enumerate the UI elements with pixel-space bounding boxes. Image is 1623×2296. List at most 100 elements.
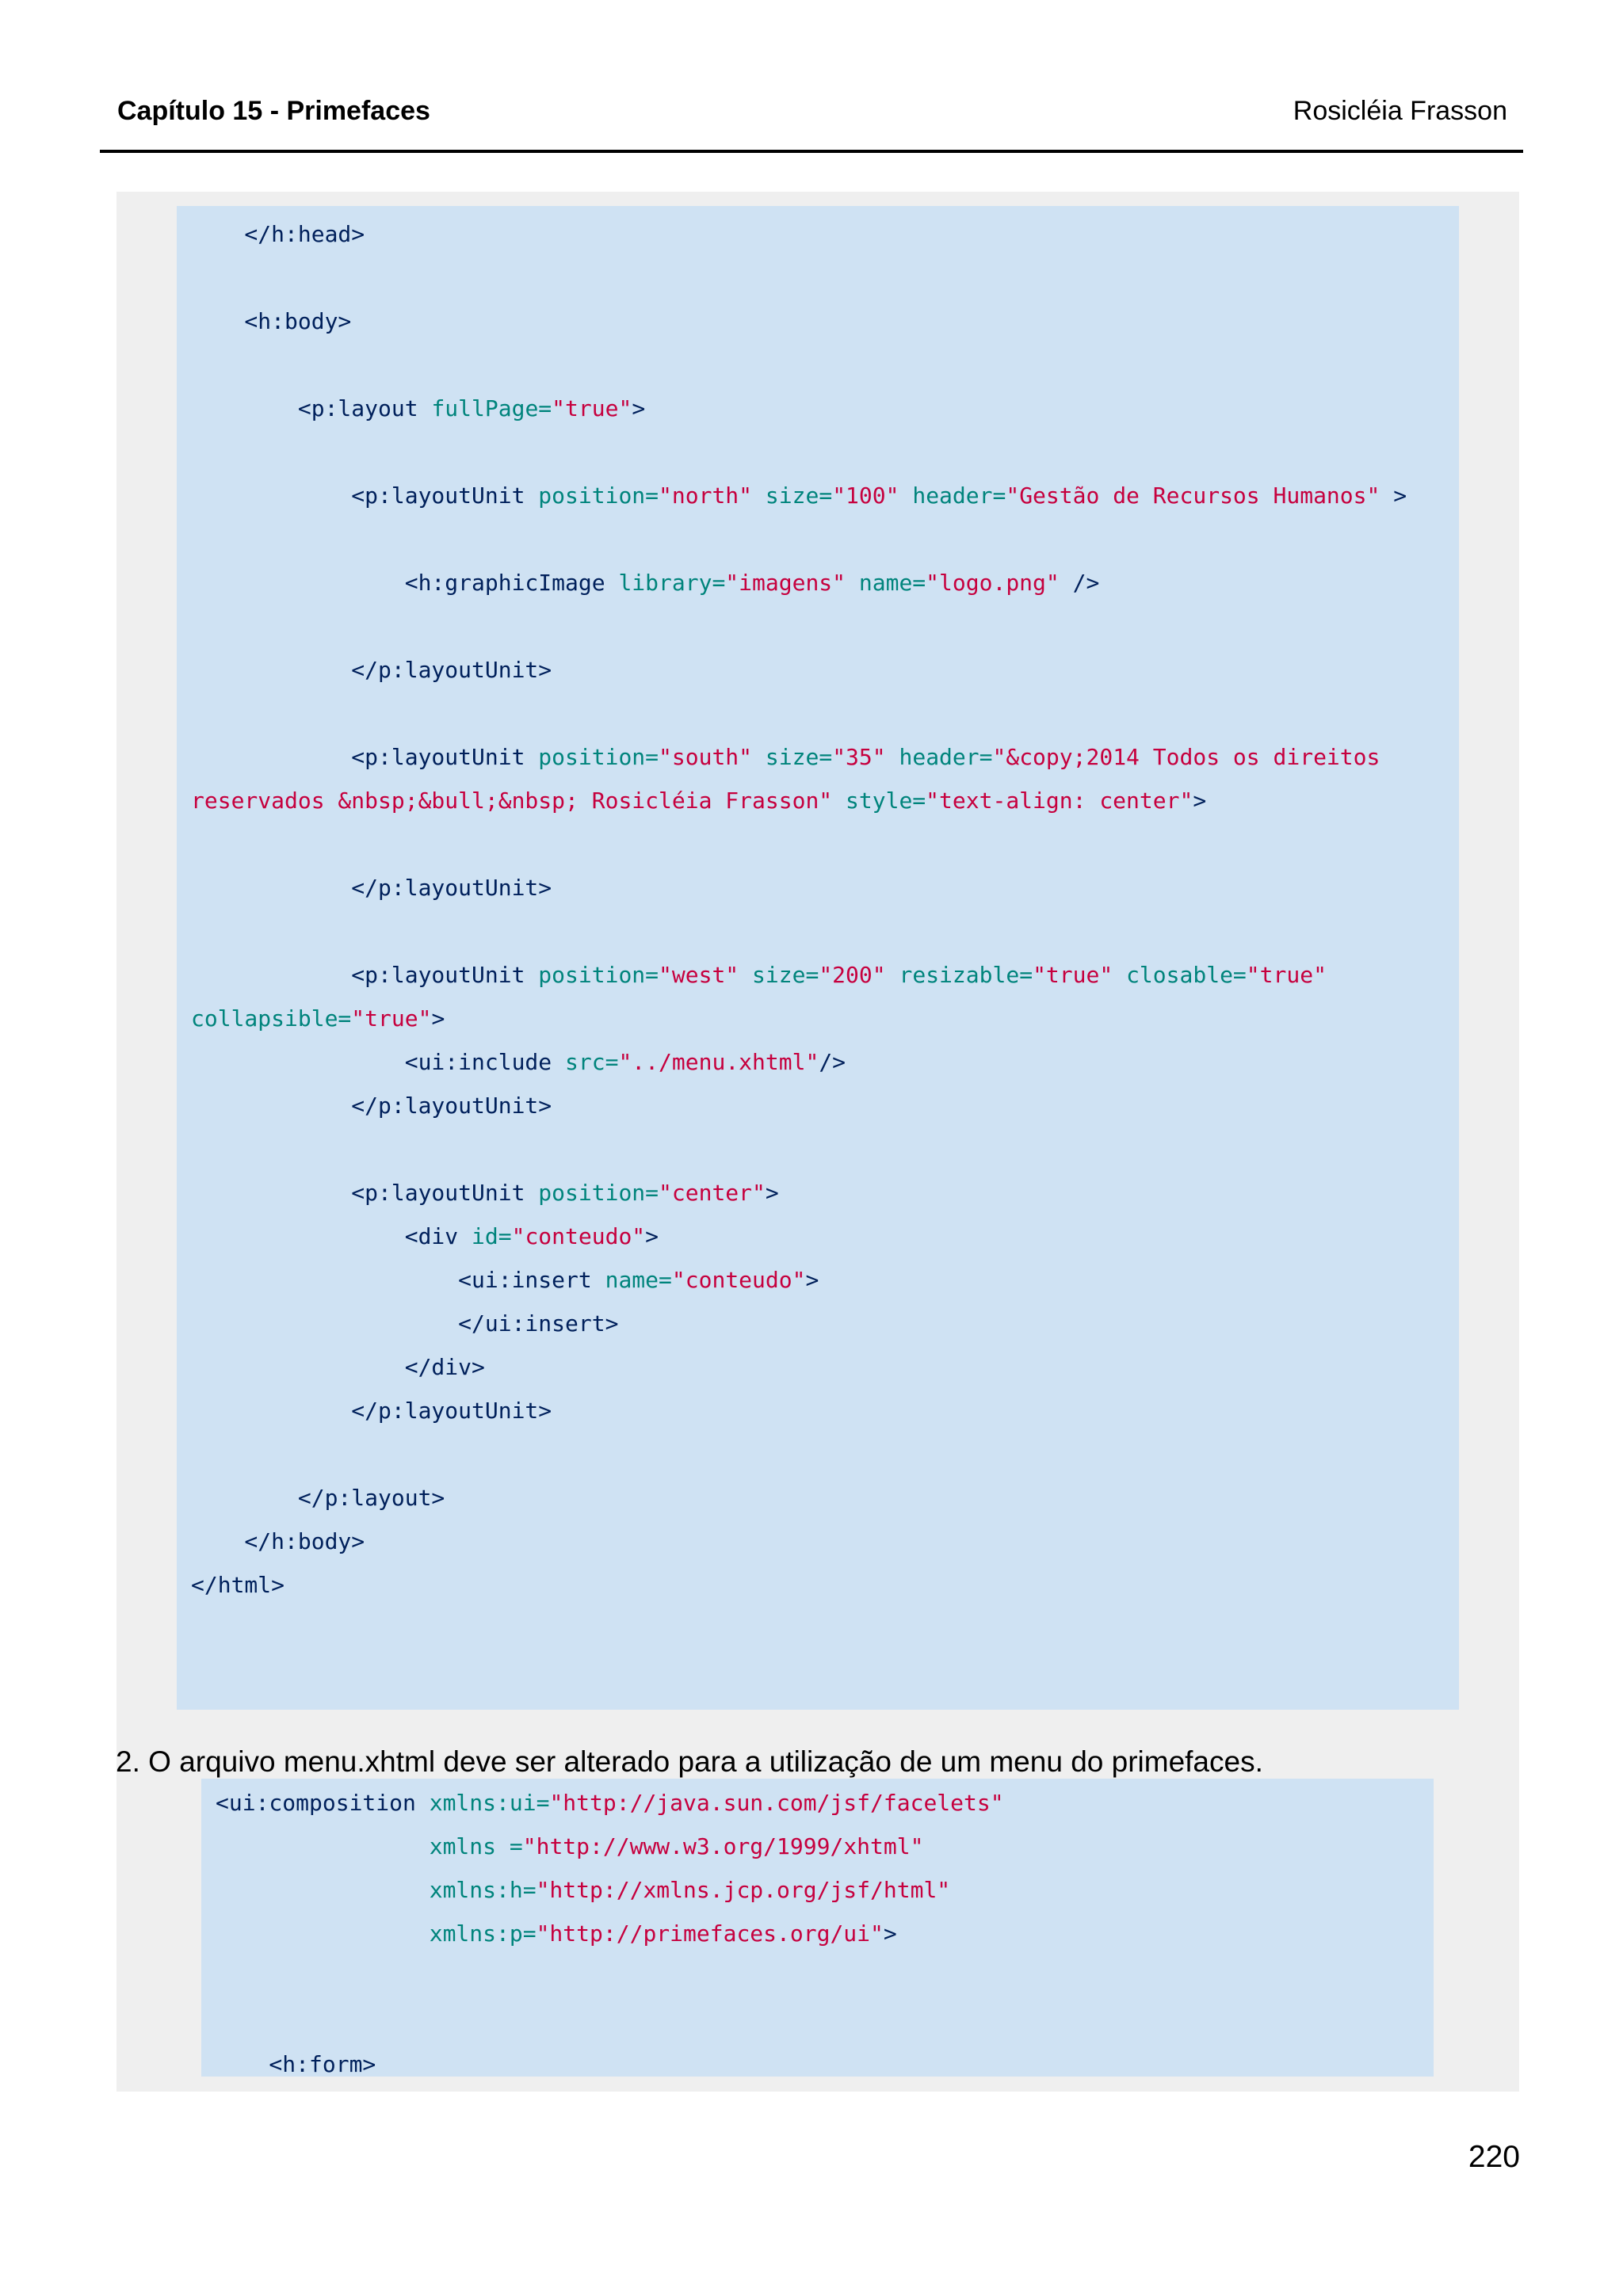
- code-line: <p:layoutUnit position="north" size="100…: [191, 480, 1407, 512]
- code-token: >: [883, 1920, 897, 1947]
- code-token: xmlns =: [216, 1833, 523, 1859]
- code-token: "true": [1246, 962, 1327, 988]
- code-line: xmlns:p="http://primefaces.org/ui">: [216, 1918, 897, 1950]
- code-token: "http://java.sun.com/jsf/facelets": [549, 1790, 1004, 1816]
- code-token: >: [1380, 482, 1407, 509]
- code-token: <ui:insert: [191, 1267, 605, 1293]
- code-token: >: [431, 1005, 445, 1032]
- code-token: xmlns:ui=: [429, 1790, 550, 1816]
- code-token: position=: [538, 962, 659, 988]
- code-line: </p:layoutUnit>: [191, 1090, 552, 1122]
- code-token: />: [819, 1049, 846, 1075]
- code-token: name=: [605, 1267, 672, 1293]
- code-token: header=: [899, 482, 1006, 509]
- code-token: xmlns:p=: [216, 1920, 537, 1947]
- code-token: size=: [752, 744, 833, 770]
- author-name: Rosicléia Frasson: [1293, 96, 1507, 126]
- header-divider: [100, 150, 1523, 153]
- code-token: closable=: [1113, 962, 1247, 988]
- code-token: >: [805, 1267, 819, 1293]
- code-token: resizable=: [885, 962, 1033, 988]
- code-token: <h:form>: [216, 2051, 376, 2077]
- code-line: </p:layoutUnit>: [191, 1395, 552, 1427]
- code-token: xmlns:h=: [216, 1877, 537, 1903]
- code-line: <div id="conteudo">: [191, 1221, 659, 1253]
- code-token: "../menu.xhtml": [618, 1049, 819, 1075]
- code-token: "conteudo": [511, 1223, 646, 1249]
- code-line: <p:layoutUnit position="west" size="200"…: [191, 959, 1327, 991]
- code-token: "http://primefaces.org/ui": [536, 1920, 884, 1947]
- code-token: </p:layoutUnit>: [191, 1398, 552, 1424]
- code-token: position=: [538, 744, 659, 770]
- code-token: <p:layoutUnit: [191, 482, 539, 509]
- code-token: <ui:include: [191, 1049, 566, 1075]
- code-token: reservados &nbsp;&bull;&nbsp; Rosicléia …: [191, 788, 833, 814]
- code-token: size=: [739, 962, 819, 988]
- code-token: "south": [659, 744, 753, 770]
- code-line: </ui:insert>: [191, 1308, 618, 1340]
- code-token: position=: [538, 482, 659, 509]
- code-token: "100": [832, 482, 899, 509]
- code-line: </h:body>: [191, 1526, 365, 1558]
- code-token: />: [1059, 570, 1100, 596]
- code-token: fullPage=: [431, 395, 552, 421]
- code-token: </h:head>: [191, 221, 365, 247]
- code-line: </p:layout>: [191, 1482, 445, 1514]
- code-line: </h:head>: [191, 219, 365, 250]
- code-token: <p:layoutUnit: [191, 744, 539, 770]
- code-token: "200": [819, 962, 886, 988]
- code-line: <p:layoutUnit position="center">: [191, 1177, 779, 1209]
- code-line: </p:layoutUnit>: [191, 872, 552, 904]
- code-token: "Gestão de Recursos Humanos": [1006, 482, 1381, 509]
- code-token: <div: [191, 1223, 472, 1249]
- code-token: "true": [1033, 962, 1113, 988]
- code-token: id=: [472, 1223, 512, 1249]
- code-token: style=: [832, 788, 926, 814]
- code-token: >: [645, 1223, 659, 1249]
- code-token: header=: [885, 744, 993, 770]
- code-token: >: [1193, 788, 1207, 814]
- code-token: "true": [351, 1005, 432, 1032]
- code-token: </p:layout>: [191, 1485, 445, 1511]
- code-line: reservados &nbsp;&bull;&nbsp; Rosicléia …: [191, 785, 1206, 817]
- code-token: "conteudo": [671, 1267, 806, 1293]
- code-token: "http://www.w3.org/1999/xhtml": [522, 1833, 924, 1859]
- code-token: library=: [618, 570, 726, 596]
- code-block-layout: </h:head> <h:body> <p:layout fullPage="t…: [177, 206, 1459, 1710]
- code-token: >: [765, 1180, 779, 1206]
- code-token: src=: [565, 1049, 619, 1075]
- page-number: 220: [1468, 2140, 1520, 2174]
- code-line: </div>: [191, 1352, 485, 1383]
- code-token: <p:layoutUnit: [191, 1180, 539, 1206]
- code-line: xmlns ="http://www.w3.org/1999/xhtml": [216, 1831, 924, 1863]
- code-line: xmlns:h="http://xmlns.jcp.org/jsf/html": [216, 1875, 950, 1906]
- code-token: </h:body>: [191, 1528, 365, 1554]
- code-line: <ui:include src="../menu.xhtml"/>: [191, 1047, 846, 1078]
- code-token: "logo.png": [926, 570, 1060, 596]
- code-line: <ui:insert name="conteudo">: [191, 1264, 819, 1296]
- code-token: </p:layoutUnit>: [191, 1093, 552, 1119]
- code-token: </ui:insert>: [191, 1310, 619, 1337]
- code-token: "north": [659, 482, 753, 509]
- chapter-title: Capítulo 15 - Primefaces: [117, 96, 430, 126]
- code-line: </p:layoutUnit>: [191, 654, 552, 686]
- code-token: collapsible=: [191, 1005, 352, 1032]
- code-token: "35": [832, 744, 886, 770]
- code-token: </p:layoutUnit>: [191, 875, 552, 901]
- code-token: "true": [552, 395, 632, 421]
- code-line: <h:body>: [191, 306, 351, 338]
- instruction-paragraph: 2. O arquivo menu.xhtml deve ser alterad…: [116, 1745, 1263, 1778]
- code-token: <h:body>: [191, 308, 352, 334]
- code-line: <p:layoutUnit position="south" size="35"…: [191, 742, 1380, 773]
- code-line: <h:graphicImage library="imagens" name="…: [191, 567, 1100, 599]
- code-line: <h:form>: [216, 2049, 376, 2077]
- code-token: "imagens": [725, 570, 846, 596]
- code-token: <h:graphicImage: [191, 570, 619, 596]
- code-token: <ui:composition: [216, 1790, 430, 1816]
- code-token: </html>: [191, 1572, 285, 1598]
- code-token: </p:layoutUnit>: [191, 657, 552, 683]
- code-line: <p:layout fullPage="true">: [191, 393, 645, 425]
- code-line: collapsible="true">: [191, 1003, 445, 1035]
- code-token: </div>: [191, 1354, 485, 1380]
- code-token: "&copy;2014 Todos os direitos: [992, 744, 1381, 770]
